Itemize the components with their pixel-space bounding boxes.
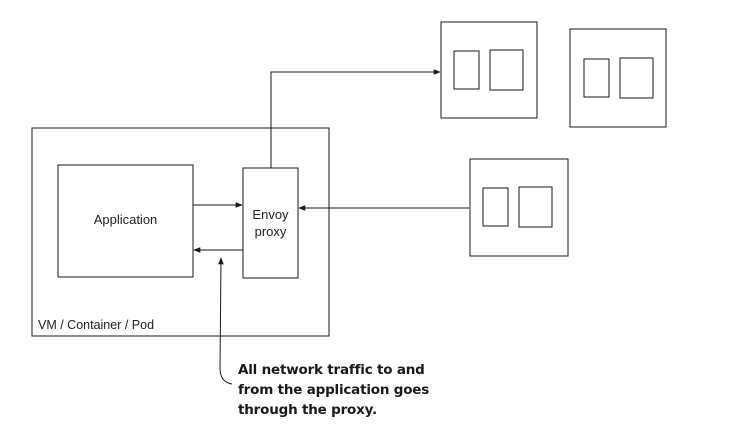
envoy-proxy-label-line1: Envoy <box>252 207 289 222</box>
callout-line-2: from the application goes <box>238 382 430 398</box>
host-box <box>31 127 330 337</box>
service-box-1 <box>440 21 538 119</box>
callout-note: All network traffic to and from the appl… <box>238 360 498 420</box>
callout-leader <box>218 257 233 385</box>
service-box-3 <box>469 158 569 257</box>
application-box <box>57 164 194 278</box>
service-box-2 <box>569 28 667 128</box>
callout-line-3: through the proxy. <box>238 402 377 418</box>
envoy-proxy-label-line2: proxy <box>254 224 287 239</box>
application-label: Application <box>93 212 158 227</box>
envoy-proxy-label: Envoy proxy <box>243 206 298 240</box>
host-label: VM / Container / Pod <box>38 318 155 332</box>
callout-line-1: All network traffic to and <box>238 362 425 378</box>
proxy-outbound-arrow <box>270 69 441 168</box>
